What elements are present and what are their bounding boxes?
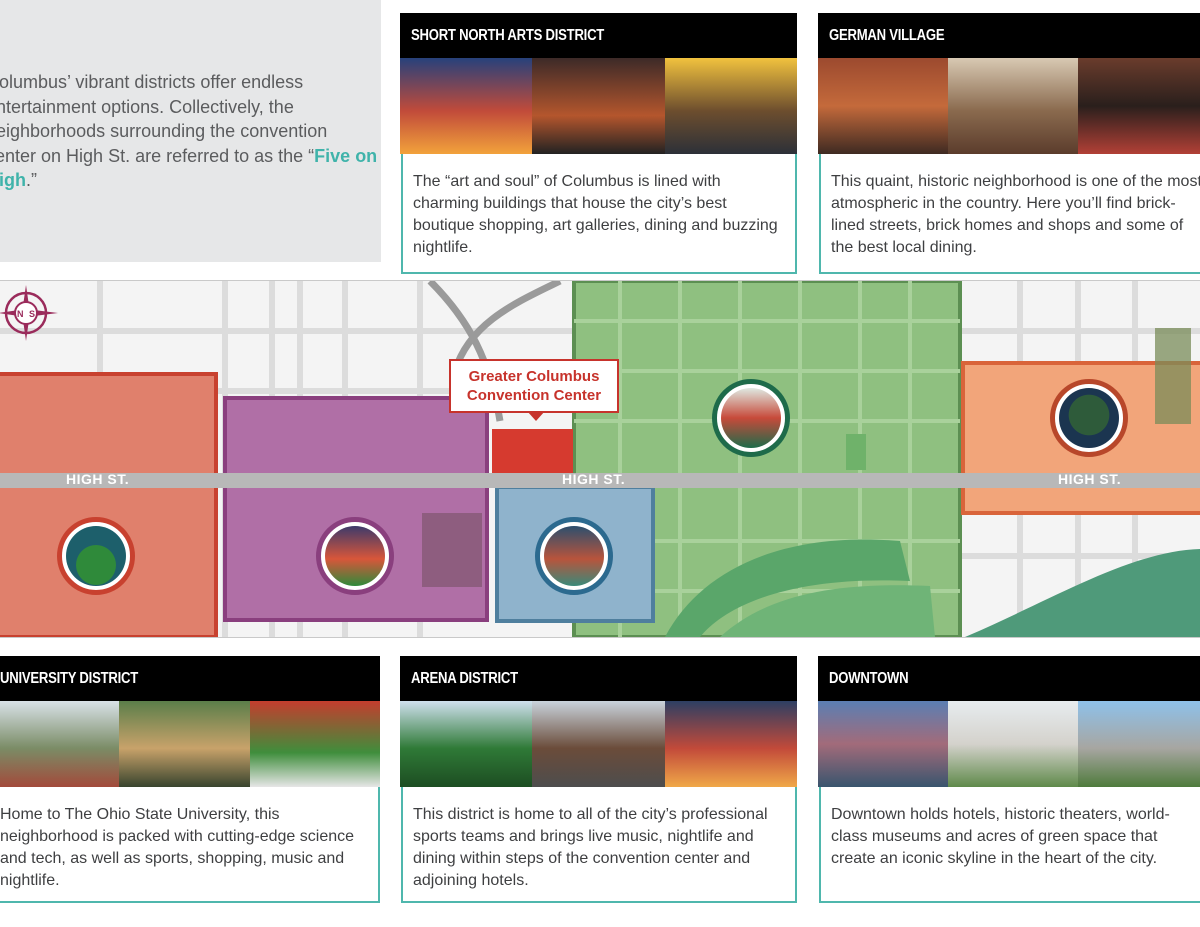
card-photo-strip — [400, 58, 797, 154]
card-title-bar: SHORT NORTH ARTS DISTRICT — [400, 13, 797, 58]
card-title-bar: UNIVERSITY DISTRICT — [0, 656, 380, 701]
short-north-badge-icon — [316, 517, 394, 595]
convention-center-callout: Greater Columbus Convention Center — [449, 359, 619, 421]
card-photo-strip — [0, 701, 380, 787]
district-map: N S Greater Columbus Convention Center H… — [0, 280, 1200, 638]
university-zone — [0, 372, 218, 637]
intro-text-end: .” — [26, 170, 37, 190]
district-photo — [1078, 58, 1200, 154]
district-photo — [818, 701, 948, 787]
district-photo — [249, 701, 380, 787]
intro-panel: Columbus’ vibrant districts offer endles… — [0, 0, 381, 262]
district-photo — [400, 58, 533, 154]
arena-badge-icon — [535, 517, 613, 595]
map-graphic — [0, 281, 1200, 637]
card-german-village: GERMAN VILLAGE This quaint, historic nei… — [818, 13, 1200, 274]
intro-text: Columbus’ vibrant districts offer endles… — [0, 70, 378, 193]
downtown-badge-icon — [712, 379, 790, 457]
compass-icon: N S — [0, 285, 58, 341]
convention-zone — [492, 429, 573, 473]
card-photo-strip — [818, 58, 1200, 154]
high-street — [0, 473, 1200, 488]
district-photo — [0, 701, 120, 787]
card-description: This district is home to all of the city… — [401, 787, 797, 903]
five-on-high-highlight: Five on High — [0, 145, 378, 191]
high-street-label: HIGH ST. — [1058, 471, 1122, 487]
university-badge-icon — [57, 517, 135, 595]
card-title: UNIVERSITY DISTRICT — [0, 670, 138, 687]
district-photo — [664, 701, 797, 787]
district-photo — [948, 701, 1078, 787]
district-photo — [119, 701, 250, 787]
card-description: Downtown holds hotels, historic theaters… — [819, 787, 1200, 903]
high-street-label: HIGH ST. — [66, 471, 130, 487]
district-photo — [818, 58, 948, 154]
district-photo — [1078, 701, 1200, 787]
card-title: DOWNTOWN — [829, 670, 909, 687]
card-arena: ARENA DISTRICT This district is home to … — [400, 656, 797, 903]
district-photo — [664, 58, 797, 154]
card-title: SHORT NORTH ARTS DISTRICT — [411, 27, 605, 44]
district-photo — [948, 58, 1078, 154]
district-photo — [532, 701, 665, 787]
callout-line-2: Convention Center — [466, 387, 602, 404]
district-photo — [400, 701, 533, 787]
card-description: The “art and soul” of Columbus is lined … — [401, 154, 797, 274]
card-downtown: DOWNTOWN Downtown holds hotels, historic… — [818, 656, 1200, 903]
german-village-badge-icon — [1050, 379, 1128, 457]
card-description: Home to The Ohio State University, this … — [0, 787, 380, 903]
intro-text-start: Columbus’ vibrant districts offer endles… — [0, 72, 328, 166]
card-title-bar: GERMAN VILLAGE — [818, 13, 1200, 58]
card-title-bar: ARENA DISTRICT — [400, 656, 797, 701]
card-short-north: SHORT NORTH ARTS DISTRICT The “art and s… — [400, 13, 797, 274]
card-photo-strip — [818, 701, 1200, 787]
card-title-bar: DOWNTOWN — [818, 656, 1200, 701]
card-description: This quaint, historic neighborhood is on… — [819, 154, 1200, 274]
card-title: GERMAN VILLAGE — [829, 27, 945, 44]
callout-line-1: Greater Columbus — [468, 368, 600, 385]
compass-south-label: S — [29, 309, 35, 319]
district-photo — [532, 58, 665, 154]
card-university: UNIVERSITY DISTRICT Home to The Ohio Sta… — [0, 656, 380, 903]
high-street-label: HIGH ST. — [562, 471, 626, 487]
card-photo-strip — [400, 701, 797, 787]
card-title: ARENA DISTRICT — [411, 670, 518, 687]
compass-north-label: N — [17, 309, 24, 319]
